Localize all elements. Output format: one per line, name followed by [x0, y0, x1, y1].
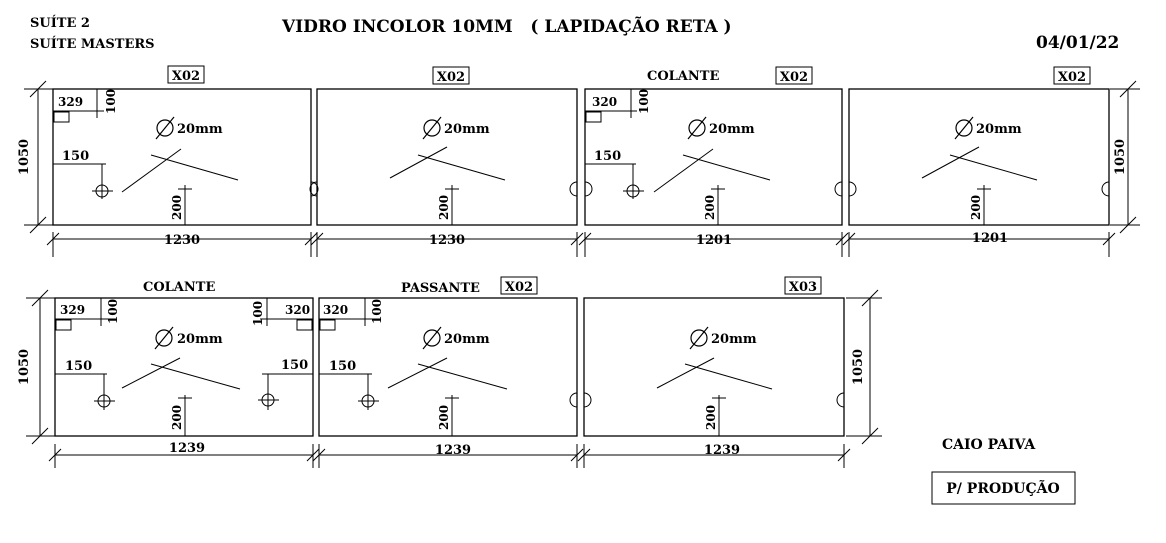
diameter-symbol-icon	[688, 119, 706, 137]
corner-x: 320	[323, 303, 348, 317]
row2-height-right: 1050	[851, 349, 866, 385]
panel-width: 1201	[696, 233, 732, 248]
panel-tag-box	[432, 66, 470, 85]
production-stamp: P/ PRODUÇÃO	[946, 478, 1059, 497]
hole-offset: 150	[594, 149, 621, 164]
hole-diameter: 20mm	[177, 122, 223, 137]
corner-y: 100	[637, 89, 651, 114]
vertical-dim: 200	[437, 405, 451, 430]
row-1: 1050 1050 X02 329 100 150	[17, 65, 1140, 257]
hole-diameter: 20mm	[711, 332, 757, 347]
project-line-2: SUÍTE MASTERS	[30, 36, 155, 52]
hole-circle	[361, 394, 375, 408]
row1-height-right: 1050	[1113, 139, 1128, 175]
panel-tag-box	[1053, 66, 1091, 85]
panel-width: 1239	[169, 441, 205, 456]
diameter-symbol-icon	[955, 119, 973, 137]
row2-height-dim-left: 1050	[17, 289, 58, 445]
panel-tag-box	[167, 65, 205, 84]
corner-y: 100	[104, 89, 118, 114]
row2-height-dim-right: 1050	[846, 289, 882, 445]
panel-width: 1230	[164, 233, 200, 248]
vertical-dim: 200	[437, 195, 451, 220]
panel-tag: X02	[1058, 70, 1086, 85]
panel-note: COLANTE	[647, 69, 719, 84]
corner-y: 100	[106, 299, 120, 324]
corner-y: 100	[370, 299, 384, 324]
vertical-dim: 200	[969, 195, 983, 220]
diameter-symbol-icon	[423, 329, 441, 347]
hole-offset-right: 150	[281, 358, 308, 373]
panel-tag-box	[784, 276, 822, 295]
panel-note: COLANTE	[143, 280, 215, 295]
stamp-box	[931, 471, 1076, 505]
hole-diameter: 20mm	[709, 122, 755, 137]
panel-width: 1239	[435, 443, 471, 458]
hole-circle	[626, 184, 640, 198]
corner-x: 329	[60, 303, 85, 317]
row1-height-dim-right: 1050	[1110, 80, 1140, 234]
panel-tag-box	[500, 276, 538, 295]
row1-panel-3: COLANTE X02 320 100 150 20mm 200	[578, 66, 849, 257]
hole-diameter: 20mm	[444, 332, 490, 347]
hole-circle	[261, 393, 275, 407]
panel-width: 1230	[429, 233, 465, 248]
project-line-1: SUÍTE 2	[30, 15, 90, 31]
hole-offset: 150	[65, 359, 92, 374]
panel-tag: X02	[505, 280, 533, 295]
corner-y-right: 100	[251, 301, 265, 326]
panel-note: PASSANTE	[401, 281, 480, 296]
row1-panel-4: X02 20mm 200 1201	[842, 66, 1116, 257]
diameter-symbol-icon	[690, 329, 708, 347]
hole-diameter: 20mm	[444, 122, 490, 137]
row1-height-dim-left: 1050	[17, 80, 56, 234]
drawing-title: VIDRO INCOLOR 10MM ( LAPIDAÇÃO RETA )	[281, 15, 732, 37]
hole-circle	[95, 184, 109, 198]
corner-x-right: 320	[285, 303, 310, 317]
hole-diameter: 20mm	[976, 122, 1022, 137]
panel-tag: X02	[172, 69, 200, 84]
row-2: 1050 1050 COLANTE 329 100 320 100	[17, 276, 882, 468]
row1-height-left: 1050	[17, 139, 32, 175]
hole-diameter: 20mm	[177, 332, 223, 347]
vertical-dim: 200	[170, 195, 184, 220]
corner-x: 320	[592, 95, 617, 109]
vertical-dim: 200	[170, 405, 184, 430]
row2-height-left: 1050	[17, 349, 32, 385]
panel-tag: X02	[780, 70, 808, 85]
diameter-symbol-icon	[155, 329, 173, 347]
row2-panel-2: PASSANTE X02 320 100 150 20mm 200	[312, 276, 584, 468]
vertical-dim: 200	[704, 405, 718, 430]
drawing-date: 04/01/22	[1036, 33, 1119, 53]
panel-tag: X02	[437, 70, 465, 85]
panel-tag: X03	[789, 280, 817, 295]
hole-circle	[97, 394, 111, 408]
diameter-symbol-icon	[423, 119, 441, 137]
panel-width: 1239	[704, 443, 740, 458]
hole-offset: 150	[329, 359, 356, 374]
vertical-dim: 200	[703, 195, 717, 220]
corner-x: 329	[58, 95, 83, 109]
panel-tag-box	[775, 66, 813, 85]
diameter-symbol-icon	[156, 119, 174, 137]
row2-panel-3: X03 20mm 200 1239	[577, 276, 851, 468]
author-name: CAIO PAIVA	[942, 437, 1036, 453]
panel-width: 1201	[972, 231, 1008, 246]
row1-panel-1: X02 329 100 150 20mm 200	[46, 65, 318, 257]
hole-offset: 150	[62, 149, 89, 164]
row1-panel-2: X02 20mm 200 1230	[310, 66, 584, 257]
row2-panel-1: COLANTE 329 100 320 100 150 150	[48, 280, 320, 468]
